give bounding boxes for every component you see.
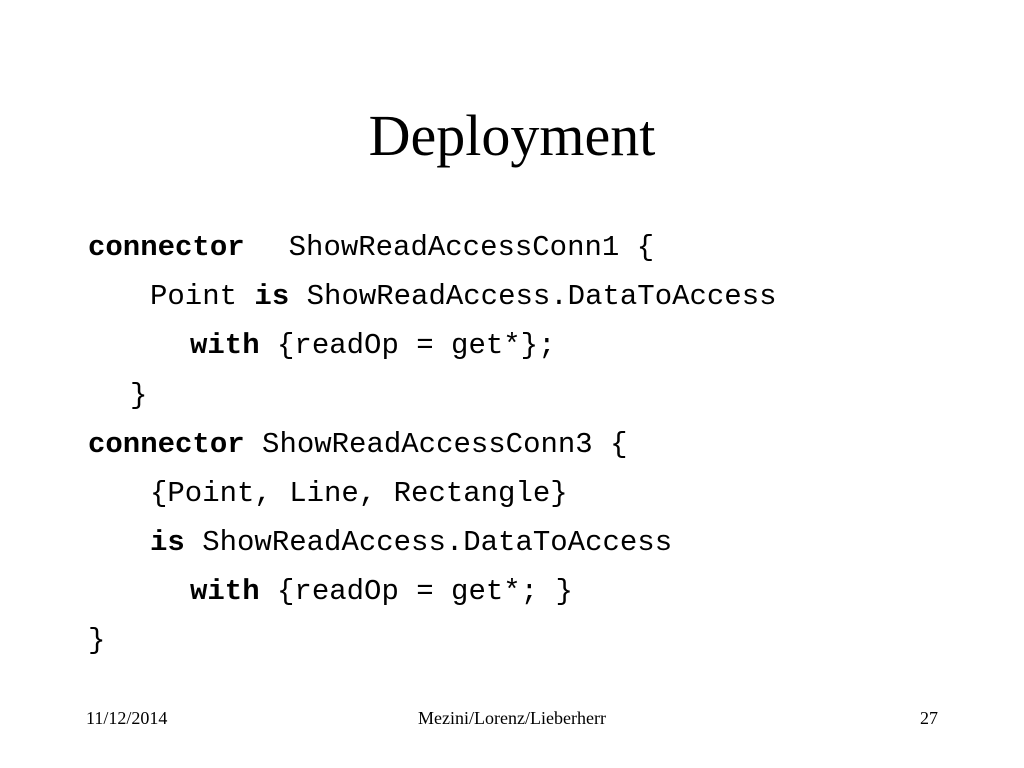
code-keyword: connector — [88, 231, 245, 264]
footer-authors: Mezini/Lorenz/Lieberherr — [418, 708, 606, 728]
code-text: ShowReadAccess.DataToAccess — [184, 526, 673, 559]
code-text: ShowReadAccess.DataToAccess — [289, 280, 777, 313]
code-line-9: } — [88, 621, 105, 661]
code-keyword: with — [190, 575, 260, 608]
code-keyword: is — [254, 280, 290, 313]
code-text: } — [130, 379, 148, 412]
slide-title: Deployment — [368, 103, 656, 168]
code-text: ShowReadAccessConn3 { — [244, 428, 628, 461]
code-line-5: connector ShowReadAccessConn3 { — [88, 425, 628, 465]
code-line-7: is ShowReadAccess.DataToAccess — [150, 523, 672, 563]
code-line-3: with {readOp = get*}; — [190, 326, 555, 366]
code-text: {readOp = get*}; — [259, 329, 556, 362]
code-keyword: with — [190, 329, 260, 362]
code-line-8: with {readOp = get*; } — [190, 572, 573, 612]
footer-date: 11/12/2014 — [86, 708, 168, 728]
code-text: {readOp = get*; } — [259, 575, 573, 608]
code-line-1: connector ShowReadAccessConn1 { — [88, 228, 654, 268]
code-line-4: } — [130, 376, 147, 416]
code-line-2: Point is ShowReadAccess.DataToAccess — [150, 277, 777, 317]
code-keyword: is — [150, 526, 185, 559]
code-text: ShowReadAccessConn1 { — [288, 231, 655, 264]
code-text: {Point, Line, Rectangle} — [150, 477, 568, 510]
code-keyword: connector — [88, 428, 245, 461]
code-text: } — [88, 624, 106, 657]
code-text: Point — [150, 280, 255, 313]
page-number: 27 — [920, 708, 938, 728]
code-line-6: {Point, Line, Rectangle} — [150, 474, 568, 514]
